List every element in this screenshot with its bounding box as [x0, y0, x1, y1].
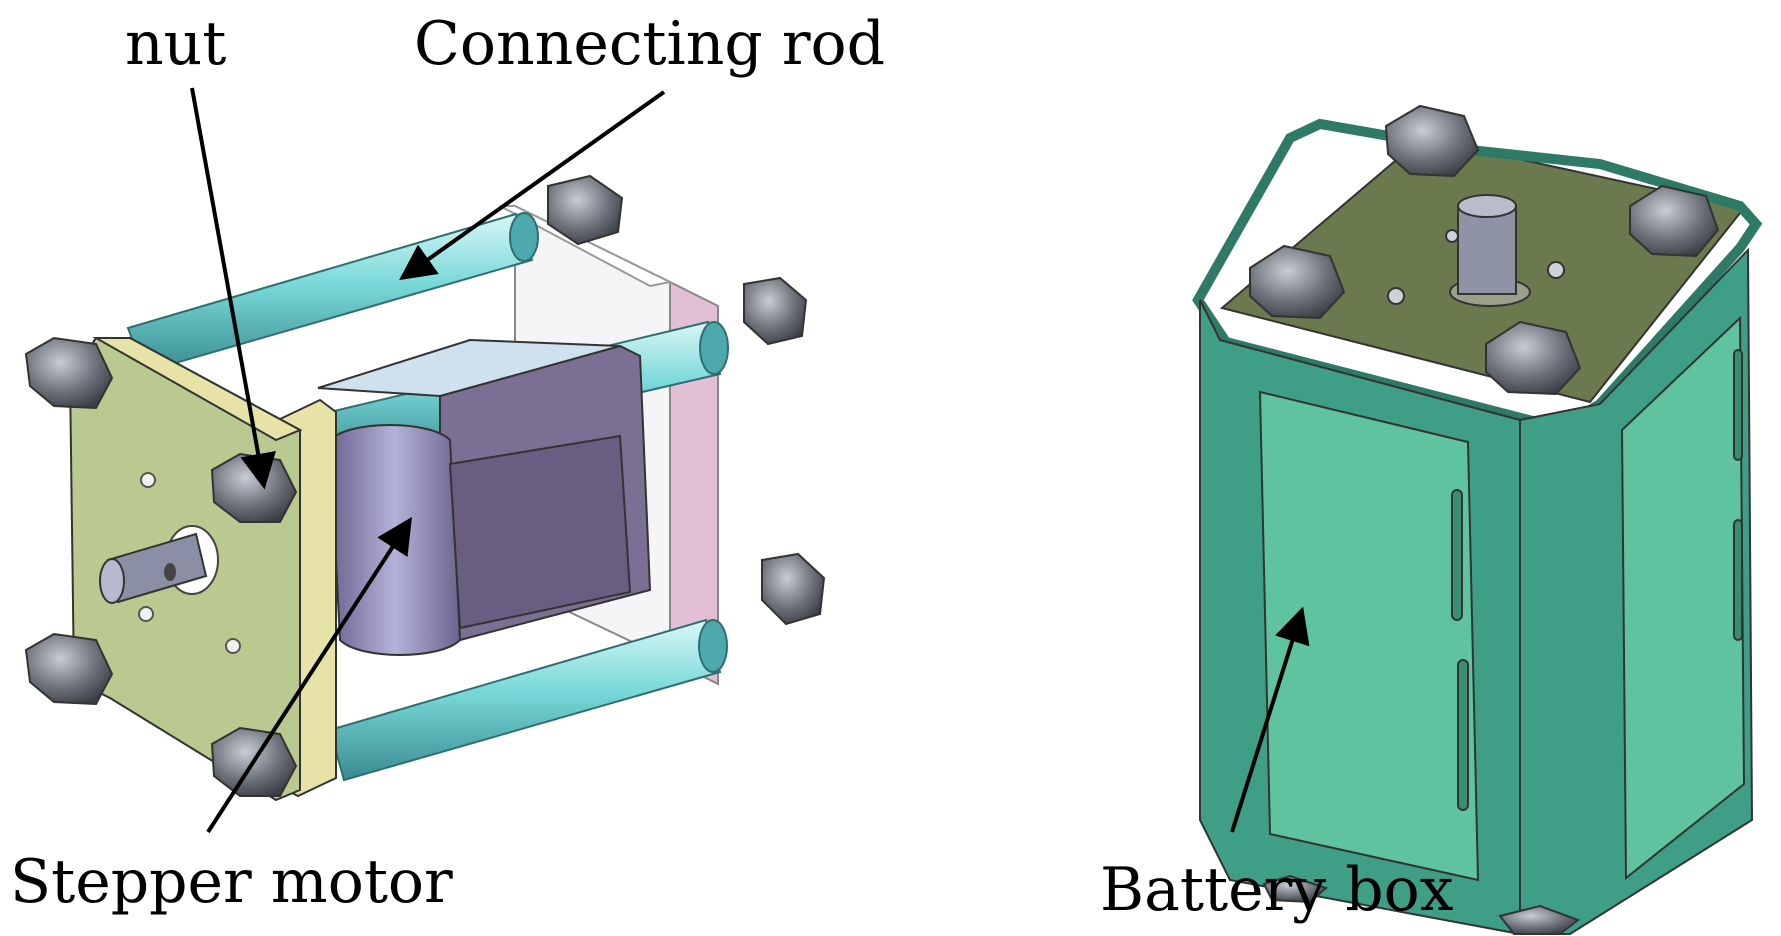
- battery-nut-left: [1249, 244, 1346, 320]
- battery-nut-top: [1384, 104, 1480, 178]
- battery-foot-right: [1498, 904, 1581, 935]
- nut-arrow: [190, 87, 276, 490]
- back-nut-top: [547, 174, 624, 246]
- connecting-rod-label: Connecting rod: [414, 9, 886, 79]
- front-nut-bottom-left: [24, 632, 114, 706]
- connecting-rod-arrow: [399, 90, 666, 281]
- battery-foot-left: [1262, 874, 1328, 904]
- nut-label: nut: [125, 9, 227, 79]
- motor-shaft: [99, 532, 208, 604]
- battery-box-label: Battery box: [1100, 855, 1454, 925]
- back-nut-right-top: [743, 276, 808, 346]
- stepper-motor-label: Stepper motor: [10, 847, 453, 917]
- stepper-motor-arrow: [206, 516, 412, 834]
- battery-box-arrow: [1230, 606, 1310, 833]
- battery-nut-front: [1485, 320, 1582, 396]
- front-plate: [68, 337, 303, 802]
- motor-assembly: [24, 174, 826, 802]
- connecting-rod-bottom: [328, 618, 728, 782]
- front-nut-top-left: [24, 336, 114, 410]
- back-nut-right-bottom: [761, 552, 826, 626]
- battery-nut-right: [1629, 184, 1720, 258]
- battery-shaft: [1449, 194, 1531, 307]
- battery-box: [1192, 104, 1763, 936]
